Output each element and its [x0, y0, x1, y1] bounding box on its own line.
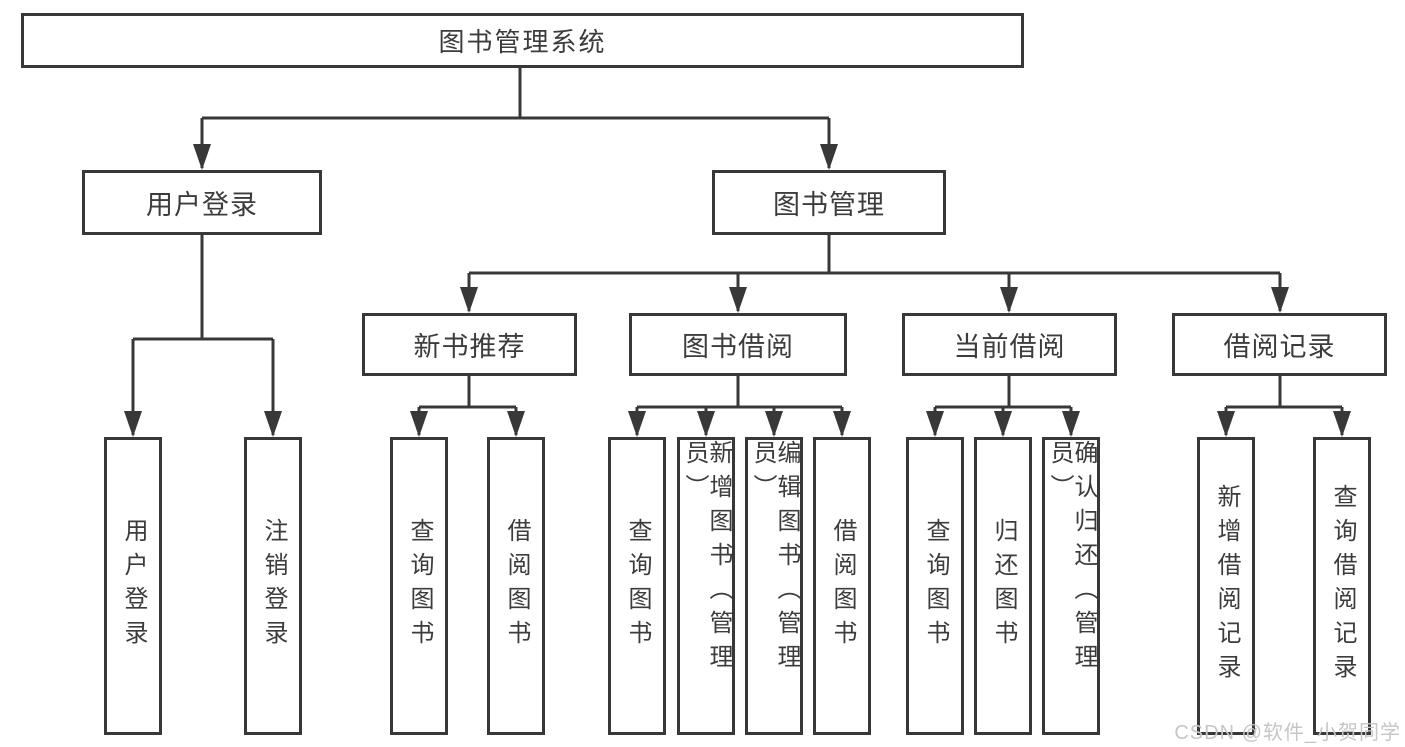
leaf-query-books-current: 查询图书	[906, 437, 964, 735]
node-borrowing-records: 借阅记录	[1172, 313, 1387, 376]
node-new-book-recommendation: 新书推荐	[362, 313, 577, 376]
leaf-edit-books-admin: 编辑图书（管理员）	[745, 437, 803, 735]
node-user-login: 用户登录	[82, 170, 322, 235]
node-label: 查询图书	[406, 518, 433, 654]
leaf-logout: 注销登录	[244, 437, 302, 735]
leaf-query-borrow-record: 查询借阅记录	[1313, 437, 1371, 735]
node-label: 确认归还（管理员）	[1046, 440, 1097, 678]
leaf-add-borrow-record: 新增借阅记录	[1197, 437, 1255, 735]
node-label: 归还图书	[990, 518, 1017, 654]
node-label: 查询图书	[624, 518, 651, 654]
connector-lines	[131, 68, 1344, 435]
node-label: 查询图书	[922, 518, 949, 654]
node-label: 用户登录	[120, 518, 147, 654]
node-book-borrowing: 图书借阅	[629, 313, 847, 376]
node-label: 编辑图书（管理员）	[749, 440, 800, 678]
node-label: 图书借阅	[682, 332, 794, 362]
leaf-borrow-books-recommend: 借阅图书	[487, 437, 545, 735]
node-label: 注销登录	[260, 518, 287, 654]
leaf-user-login: 用户登录	[104, 437, 162, 735]
node-label: 借阅图书	[503, 518, 530, 654]
node-library-management-system: 图书管理系统	[21, 13, 1024, 68]
leaf-query-books-recommend: 查询图书	[390, 437, 448, 735]
node-label: 查询借阅记录	[1329, 484, 1356, 688]
leaf-query-books-borrowing: 查询图书	[608, 437, 666, 735]
node-label: 当前借阅	[953, 332, 1066, 362]
node-label: 借阅图书	[829, 518, 856, 654]
node-book-management: 图书管理	[712, 170, 946, 235]
node-label: 借阅记录	[1223, 332, 1336, 362]
node-label: 图书管理系统	[438, 27, 607, 57]
arrowhead-icons	[124, 144, 1351, 437]
node-label: 新增图书（管理员）	[681, 440, 732, 678]
watermark-text: CSDN @软件_小贺同学	[1174, 722, 1401, 744]
node-label: 用户登录	[146, 190, 258, 220]
leaf-confirm-return-admin: 确认归还（管理员）	[1042, 437, 1100, 735]
node-label: 新增借阅记录	[1213, 484, 1240, 688]
node-current-borrowing: 当前借阅	[902, 313, 1117, 376]
node-label: 新书推荐	[413, 332, 526, 362]
leaf-add-books-admin: 新增图书（管理员）	[677, 437, 735, 735]
node-label: 图书管理	[773, 190, 885, 220]
leaf-return-books: 归还图书	[974, 437, 1032, 735]
leaf-borrow-books-borrowing: 借阅图书	[813, 437, 871, 735]
